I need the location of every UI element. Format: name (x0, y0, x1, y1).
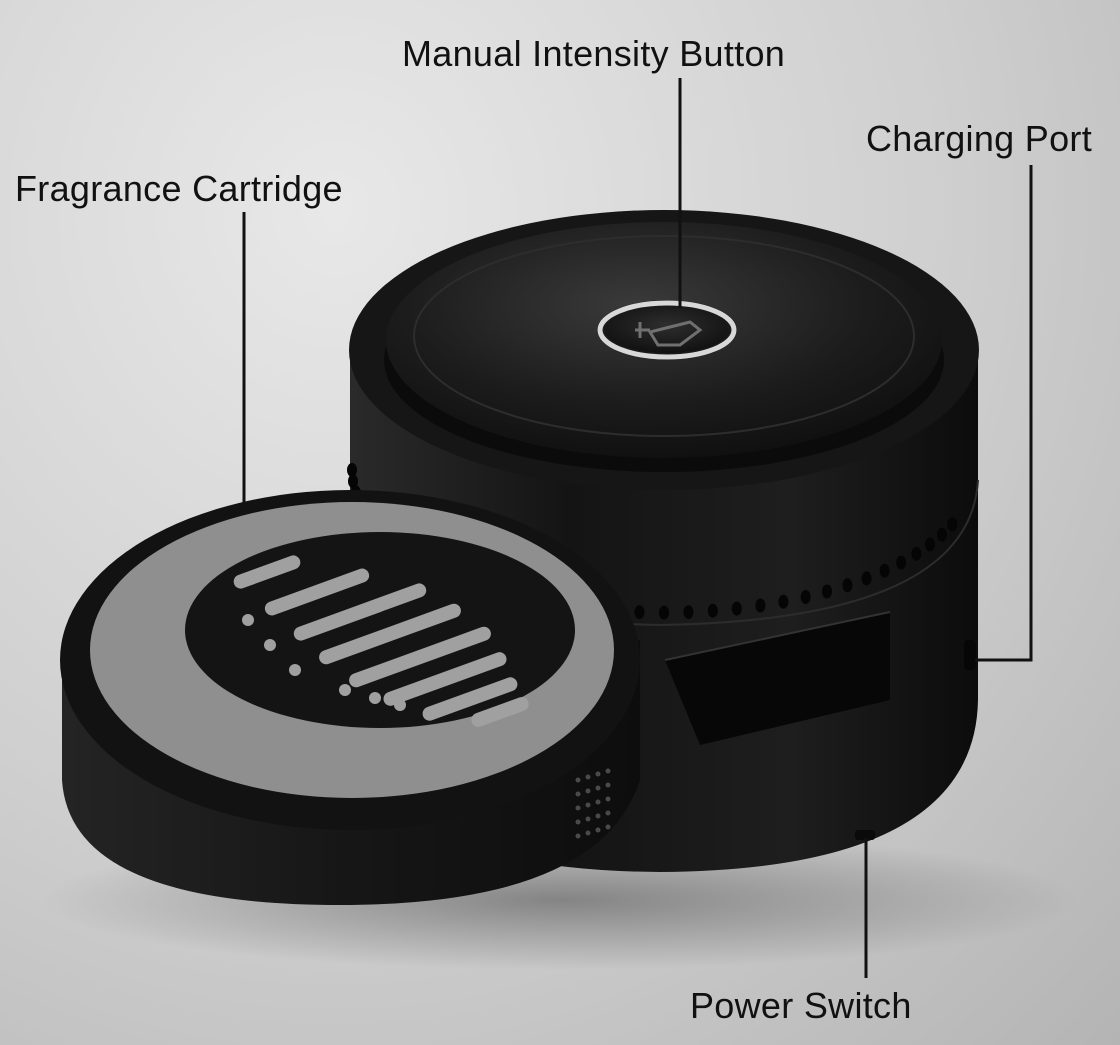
vent-hole (347, 463, 357, 477)
vent-hole (911, 546, 922, 561)
vent-hole (879, 563, 890, 578)
label-power-switch: Power Switch (690, 985, 912, 1026)
leader-port (975, 165, 1033, 662)
grip-dot (575, 791, 581, 797)
vent-hole (861, 571, 872, 586)
grip-dot (595, 771, 601, 777)
grip-dot (575, 833, 581, 839)
grip-dot (595, 785, 601, 791)
grip-dot (575, 777, 581, 783)
grip-dot (585, 788, 591, 794)
vent-hole (778, 594, 789, 609)
vent-hole (842, 578, 853, 593)
vent-hole (634, 605, 645, 620)
fragrance-cartridge[interactable] (60, 490, 640, 905)
vent-hole (800, 590, 811, 604)
vent-hole (659, 605, 669, 620)
grip-dot (605, 824, 611, 830)
grip-dot (595, 813, 601, 819)
grip-dot (605, 796, 611, 802)
vent-hole (925, 537, 935, 552)
vent-hole (755, 598, 766, 613)
vent-hole (822, 584, 832, 599)
grip-dot (585, 830, 591, 836)
vent-hole (731, 601, 742, 616)
vent-hole (937, 527, 947, 542)
leader-lines (242, 78, 1033, 978)
label-manual-intensity-button: Manual Intensity Button (402, 33, 786, 74)
vent-hole (896, 555, 907, 570)
vent-hole (947, 517, 958, 532)
grip-dot (595, 827, 601, 833)
grip-dot (585, 802, 591, 808)
grip-dot (585, 816, 591, 822)
vent-hole (683, 605, 694, 620)
grip-dot (585, 774, 591, 780)
grip-dot (605, 782, 611, 788)
grip-dot (575, 805, 581, 811)
manual-intensity-button[interactable] (597, 300, 737, 360)
grip-dot (595, 799, 601, 805)
leaf-plug-icon (635, 320, 703, 347)
cartridge-grip (575, 768, 611, 839)
vent-hole (707, 603, 718, 618)
cartridge-slots (233, 555, 529, 727)
grip-dot (605, 768, 611, 774)
label-charging-port: Charging Port (866, 118, 1093, 159)
grip-dot (575, 819, 581, 825)
charging-port[interactable] (964, 640, 976, 670)
vent-hole (348, 474, 358, 489)
grip-dot (605, 810, 611, 816)
label-fragrance-cartridge: Fragrance Cartridge (15, 168, 343, 209)
power-switch[interactable] (855, 830, 875, 840)
